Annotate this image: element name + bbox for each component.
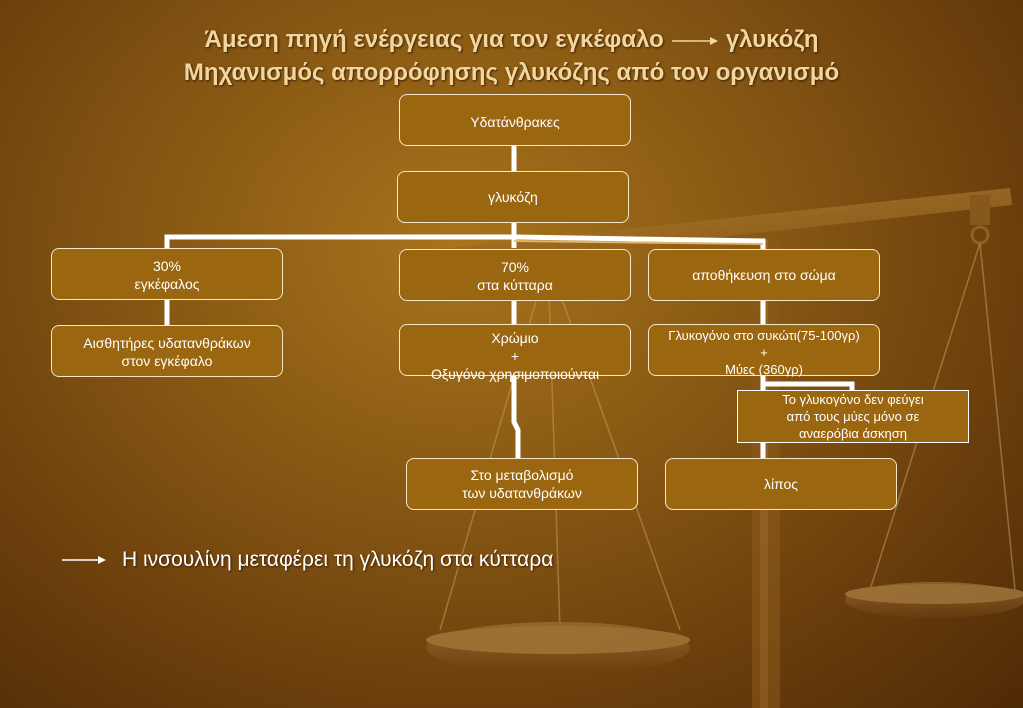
connector-bus-left xyxy=(164,234,514,248)
title-line1-left: Άμεση πηγή ενέργειας για τον εγκέφαλο xyxy=(204,26,664,53)
node-brain-label: 30% εγκέφαλος xyxy=(134,258,200,292)
page-subtitle: Μηχανισμός απορρόφησης γλυκόζης από τον … xyxy=(183,59,840,86)
insulin-note: Η ινσουλίνη μεταφέρει τη γλυκόζη στα κύτ… xyxy=(62,548,553,572)
node-muscle-glycogen-note-label: Το γλυκογόνο δεν φεύγει από τους μύες μό… xyxy=(782,392,924,441)
page-title: Άμεση πηγή ενέργειας για τον εγκέφαλο γλυ… xyxy=(0,26,1023,54)
node-carb-sensors-label: Αισθητήρες υδατανθράκων στον εγκέφαλο xyxy=(83,335,251,369)
node-carb-metabolism: Στο μεταβολισμό των υδατανθράκων xyxy=(406,458,638,510)
connector-chromium-metabolism xyxy=(511,376,521,458)
title-line1-right: γλυκόζη xyxy=(725,26,819,53)
node-body-storage: αποθήκευση στο σώμα xyxy=(648,249,880,301)
node-glucose: γλυκόζη xyxy=(397,171,629,223)
node-muscle-glycogen-note: Το γλυκογόνο δεν φεύγει από τους μύες μό… xyxy=(737,390,969,443)
node-body-storage-label: αποθήκευση στο σώμα xyxy=(692,267,836,283)
node-carbohydrates-label: Υδατάνθρακες xyxy=(470,114,560,130)
node-carb-sensors: Αισθητήρες υδατανθράκων στον εγκέφαλο xyxy=(51,325,283,377)
node-glycogen: Γλυκογόνο στο συκώτι(75-100γρ) + Μύες (3… xyxy=(648,324,880,377)
node-carb-metabolism-label: Στο μεταβολισμό των υδατανθράκων xyxy=(462,467,582,501)
node-carbohydrates: Υδατάνθρακες xyxy=(399,94,631,146)
insulin-note-text: Η ινσουλίνη μεταφέρει τη γλυκόζη στα κύτ… xyxy=(122,548,554,571)
node-chromium-oxygen: Χρώμιο + Οξυγόνο χρησιμοποιούνται xyxy=(399,324,631,382)
node-chromium-oxygen-label: Χρώμιο + Οξυγόνο χρησιμοποιούνται xyxy=(430,330,600,382)
node-cells-label: 70% στα κύτταρα xyxy=(477,259,553,293)
connector-bus-right xyxy=(513,234,766,249)
node-brain: 30% εγκέφαλος xyxy=(51,248,283,300)
node-cells: 70% στα κύτταρα xyxy=(399,249,631,301)
node-fat: λίπος xyxy=(665,458,897,510)
node-glycogen-label: Γλυκογόνο στο συκώτι(75-100γρ) + Μύες (3… xyxy=(668,328,860,377)
arrow-right-icon xyxy=(62,556,106,564)
node-glucose-label: γλυκόζη xyxy=(488,189,538,205)
node-fat-label: λίπος xyxy=(763,476,799,492)
connector-glycogen-branches xyxy=(760,376,855,390)
arrow-right-icon xyxy=(671,36,718,45)
